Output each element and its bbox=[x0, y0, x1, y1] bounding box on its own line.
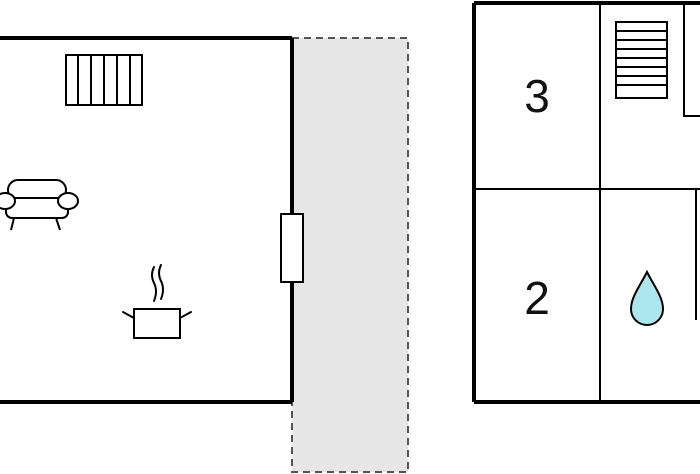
door-icon bbox=[280, 213, 304, 283]
radiator-icon bbox=[65, 54, 143, 106]
terrace-area bbox=[291, 37, 409, 473]
room-label-3: 3 bbox=[524, 70, 550, 122]
sofa-icon bbox=[0, 179, 79, 231]
room-label-2: 2 bbox=[524, 272, 550, 324]
stairs-icon bbox=[615, 21, 668, 99]
cooking-pot-icon bbox=[122, 264, 192, 339]
right-section-walls bbox=[472, 1, 700, 404]
main-room-walls bbox=[0, 36, 294, 404]
water-drop-icon bbox=[629, 269, 665, 326]
interior-walls bbox=[474, 3, 700, 402]
